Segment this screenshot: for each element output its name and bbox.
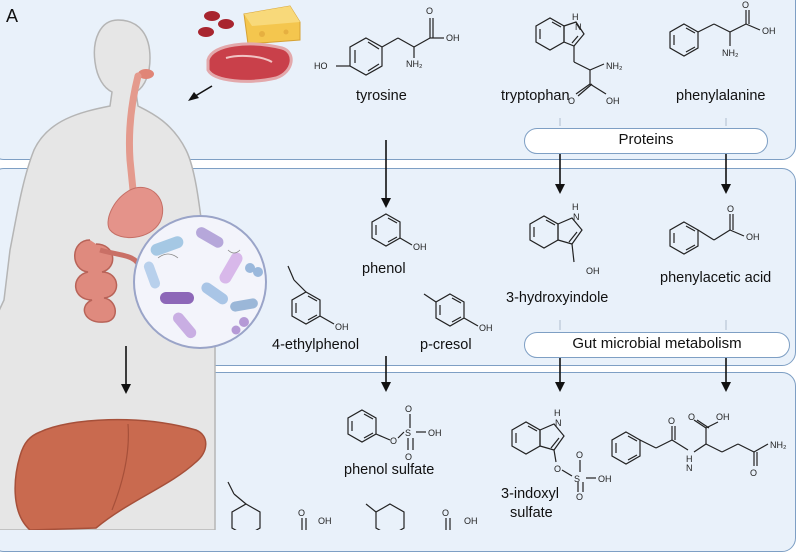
phenol-sulfate-label: phenol sulfate [344, 462, 435, 478]
svg-text:O: O [426, 6, 433, 16]
svg-text:OH: OH [464, 516, 478, 526]
svg-text:O: O [405, 452, 412, 462]
phenylacetic-acid-structure: O OH [669, 204, 760, 255]
pcresyl-sulfate-structure: O OH [365, 503, 478, 530]
gut-microbiota-illustration [133, 215, 267, 349]
svg-text:OH: OH [746, 232, 760, 242]
phenol-sulfate-structure: O S O O OH [347, 404, 442, 462]
svg-text:H: H [572, 202, 579, 212]
phenylalanine-label: phenylalanine [676, 88, 766, 104]
proteins-group-label: Proteins [524, 128, 768, 154]
indoxyl-sulfate-structure: H N O S O O OH [511, 408, 612, 502]
svg-text:O: O [742, 0, 749, 10]
phenylalanine-structure: O OH NH₂ [669, 0, 776, 58]
svg-text:O: O [554, 464, 561, 474]
food-illustration [198, 5, 301, 83]
svg-text:O: O [390, 436, 397, 446]
svg-text:OH: OH [335, 322, 349, 332]
liver-illustration [14, 418, 207, 530]
indoxyl-sulfate-label-line1: 3-indoxyl [501, 486, 560, 502]
tyrosine-structure: HO O OH NH₂ [314, 6, 460, 76]
svg-text:N: N [686, 463, 693, 473]
phenol-label: phenol [362, 261, 406, 277]
svg-text:OH: OH [586, 266, 600, 276]
svg-text:O: O [750, 468, 757, 478]
svg-text:O: O [576, 492, 583, 502]
hydroxyindole-label: 3-hydroxyindole [506, 290, 609, 306]
svg-text:NH₂: NH₂ [770, 440, 787, 450]
pcresol-structure: OH [423, 293, 493, 333]
svg-text:OH: OH [318, 516, 332, 526]
gut-microbial-metabolism-label: Gut microbial metabolism [524, 332, 790, 358]
ethylphenol-label: 4-ethylphenol [272, 337, 360, 353]
svg-text:N: N [575, 22, 582, 32]
hydroxyindole-structure: H N OH [529, 202, 600, 276]
svg-text:N: N [555, 418, 562, 428]
human-body-illustration [0, 19, 216, 530]
svg-text:NH₂: NH₂ [606, 61, 623, 71]
svg-text:O: O [688, 412, 695, 422]
diagram-svg: HO O OH NH₂ H N NH₂ O OH [0, 0, 787, 530]
indoxyl-sulfate-label-line2: sulfate [510, 505, 553, 521]
pcresol-label: p-cresol [420, 337, 472, 353]
tyrosine-label: tyrosine [356, 88, 407, 104]
svg-text:O: O [668, 416, 675, 426]
svg-text:O: O [727, 204, 734, 214]
svg-text:OH: OH [598, 474, 612, 484]
svg-text:O: O [405, 404, 412, 414]
svg-text:S: S [574, 474, 580, 484]
svg-text:O: O [298, 508, 305, 518]
svg-text:OH: OH [428, 428, 442, 438]
svg-text:OH: OH [606, 96, 620, 106]
svg-text:O: O [576, 450, 583, 460]
flow-arrows [121, 140, 731, 394]
svg-text:NH₂: NH₂ [722, 48, 739, 58]
svg-text:HO: HO [314, 61, 328, 71]
phenylacetic-acid-label: phenylacetic acid [660, 270, 772, 286]
svg-text:H: H [554, 408, 561, 418]
tryptophan-structure: H N NH₂ O OH [535, 12, 623, 106]
svg-text:OH: OH [413, 242, 427, 252]
svg-text:N: N [573, 212, 580, 222]
phenylacetylglutamine-structure: O H N O OH O NH₂ [611, 412, 787, 478]
ethylphenol-structure: OH [287, 265, 349, 332]
phenol-structure: OH [371, 213, 427, 252]
ethylphenyl-sulfate-structure: O OH [227, 481, 332, 530]
svg-text:S: S [405, 428, 411, 438]
svg-text:OH: OH [716, 412, 730, 422]
svg-text:OH: OH [762, 26, 776, 36]
svg-text:O: O [442, 508, 449, 518]
svg-text:NH₂: NH₂ [406, 59, 423, 69]
svg-text:H: H [572, 12, 579, 22]
panel-letter: A [6, 6, 19, 26]
svg-text:OH: OH [479, 323, 493, 333]
tryptophan-label: tryptophan [501, 88, 570, 104]
svg-text:H: H [686, 454, 693, 464]
svg-text:OH: OH [446, 33, 460, 43]
svg-text:O: O [568, 96, 575, 106]
